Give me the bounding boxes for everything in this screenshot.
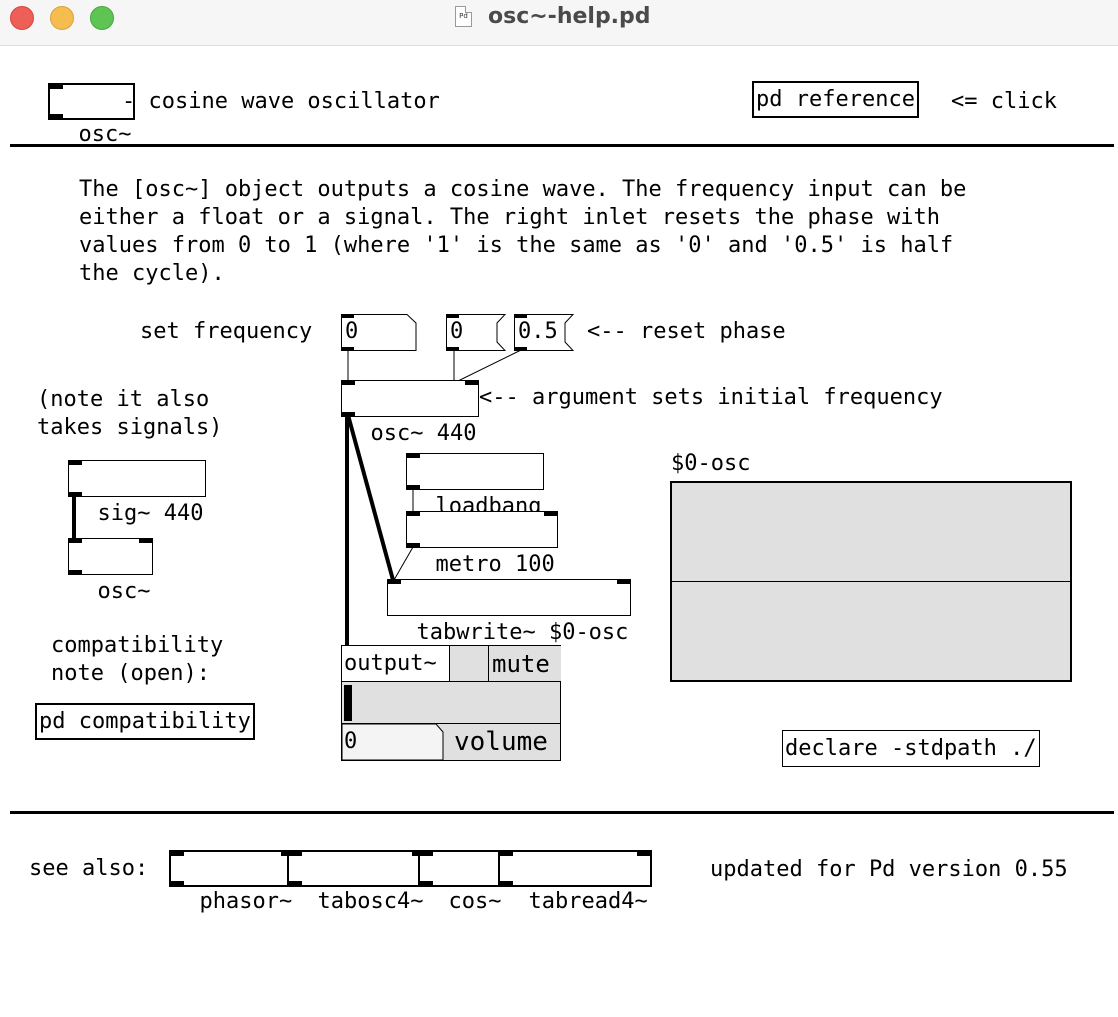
outlet-marker (407, 543, 420, 547)
outlet-marker (407, 485, 420, 489)
output-label: output~ (342, 646, 450, 682)
header-divider (10, 144, 1114, 147)
sig-440-object[interactable]: sig~ 440 (68, 460, 207, 526)
phase-value: 0 (450, 319, 464, 344)
volume-number-value: 0 (344, 729, 358, 754)
pd-reference-button[interactable]: pd reference (752, 81, 919, 118)
outlet-marker (171, 881, 184, 885)
cord-msg-to-osc (455, 349, 522, 383)
inlet-marker (50, 85, 63, 89)
intro-line-3: values from 0 to 1 (where '1' is the sam… (79, 233, 954, 258)
osc-small-object[interactable]: osc~ (68, 538, 154, 604)
see-also-tabosc4-link[interactable]: tabosc4~ (287, 850, 428, 914)
inlet-marker (465, 381, 479, 385)
see-also-label: see also: (29, 856, 149, 881)
window-title: osc~-help.pd (488, 4, 651, 29)
osc-title-label: osc~ (78, 122, 132, 147)
osc-small-label: osc~ (97, 579, 151, 604)
phase-message-value: 0.5 (518, 319, 558, 344)
inlet-marker (139, 539, 153, 543)
pd-file-icon-label: Pd (459, 12, 468, 20)
footer-divider (10, 811, 1114, 814)
compat-line-1: compatibility (51, 633, 224, 658)
declare-object[interactable]: declare -stdpath ./ (782, 730, 1040, 767)
inlet-marker (407, 454, 420, 458)
inlet-marker (289, 852, 302, 856)
metro-label: metro 100 (435, 552, 555, 577)
inlet-marker (342, 381, 355, 385)
cos-link-label: cos~ (448, 889, 502, 914)
intro-line-4: the cycle). (79, 261, 225, 286)
close-window-button[interactable] (10, 6, 34, 30)
reset-phase-label: <-- reset phase (587, 319, 786, 344)
inlet-marker (407, 512, 420, 516)
maximize-window-button[interactable] (90, 6, 114, 30)
set-frequency-label: set frequency (140, 319, 313, 344)
pd-file-icon: Pd (455, 6, 472, 27)
inlet-marker (500, 852, 513, 856)
outlet-marker (289, 881, 302, 885)
header-description: - cosine wave oscillator (122, 89, 440, 114)
metro-object[interactable]: metro 100 (406, 511, 558, 577)
patch-cords (72, 349, 522, 648)
frequency-value: 0 (345, 319, 359, 344)
array-name-label: $0-osc (671, 451, 751, 476)
output-abstraction: output~ mute 0 volume (341, 645, 561, 761)
cord-osc-to-tabwrite (346, 414, 395, 581)
inlet-marker (543, 512, 557, 516)
array-graph[interactable] (670, 481, 1072, 682)
osc-title-object[interactable]: osc~ (48, 83, 136, 147)
mute-toggle[interactable] (450, 646, 488, 682)
intro-line-2: either a float or a signal. The right in… (79, 205, 940, 230)
phasor-link-label: phasor~ (199, 889, 293, 914)
outlet-marker (420, 881, 433, 885)
argument-label: <-- argument sets initial frequency (479, 385, 943, 410)
mute-label: mute (488, 646, 561, 682)
outlet-marker (500, 881, 513, 885)
note-line-2: takes signals) (37, 415, 223, 440)
pd-compatibility-button[interactable]: pd compatibility (35, 703, 255, 740)
outlet-marker (50, 114, 63, 118)
see-also-tabread4-link[interactable]: tabread4~ (498, 850, 652, 914)
version-text: updated for Pd version 0.55 (710, 857, 1068, 882)
phase-message-box[interactable]: 0.5 (514, 314, 574, 351)
volume-slider-handle[interactable] (344, 685, 352, 721)
osc-440-label: osc~ 440 (370, 421, 477, 446)
see-also-cos-link[interactable]: cos~ (418, 850, 506, 914)
minimize-window-button[interactable] (50, 6, 74, 30)
outlet-marker (342, 412, 355, 416)
inlet-marker (69, 539, 82, 543)
reference-hint: <= click (951, 89, 1057, 114)
tabread4-link-label: tabread4~ (528, 889, 648, 914)
tabosc4-link-label: tabosc4~ (317, 889, 424, 914)
inlet-marker (636, 852, 650, 856)
outlet-marker (69, 492, 82, 496)
array-zero-line (672, 581, 1070, 582)
inlet-marker (420, 852, 433, 856)
inlet-marker (171, 852, 184, 856)
compat-line-2: note (open): (51, 661, 210, 686)
intro-line-1: The [osc~] object outputs a cosine wave.… (79, 177, 967, 202)
osc-440-object[interactable]: osc~ 440 (341, 380, 480, 446)
phase-number-box[interactable]: 0 (446, 314, 506, 351)
volume-number-box[interactable]: 0 (342, 724, 444, 760)
see-also-phasor-link[interactable]: phasor~ (169, 850, 297, 914)
volume-slider[interactable] (342, 682, 560, 724)
note-line-1: (note it also (37, 387, 210, 412)
tabwrite-label: tabwrite~ $0-osc (416, 620, 629, 645)
frequency-number-box[interactable]: 0 (341, 314, 417, 351)
title-bar: Pd osc~-help.pd (0, 0, 1118, 46)
inlet-marker (388, 580, 401, 584)
volume-label: volume (454, 727, 548, 757)
cord-metro-to-tabwrite (393, 546, 414, 581)
tabwrite-object[interactable]: tabwrite~ $0-osc (387, 579, 632, 645)
outlet-marker (69, 570, 82, 574)
sig-440-label: sig~ 440 (97, 501, 204, 526)
loadbang-object[interactable]: loadbang (406, 453, 545, 519)
inlet-marker (69, 461, 82, 465)
inlet-marker (617, 580, 631, 584)
